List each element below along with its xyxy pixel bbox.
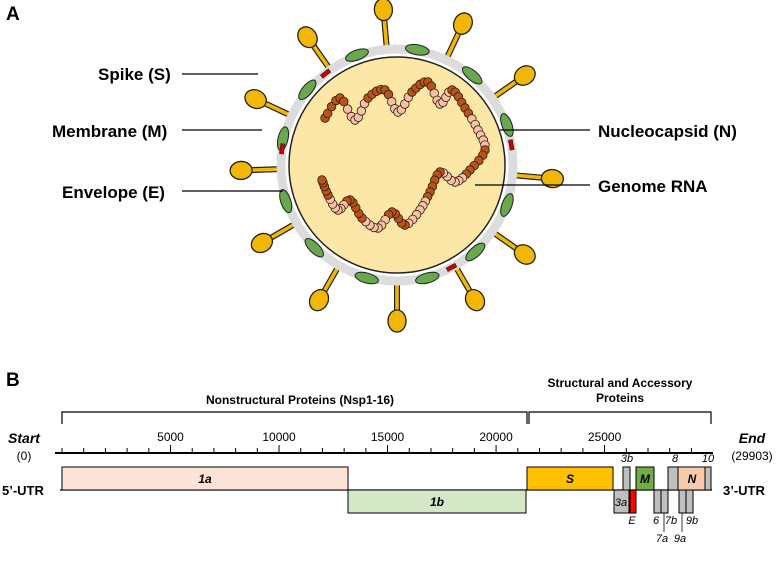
membrane-protein-11 [345, 48, 369, 62]
axis-tick-label: 5000 [157, 430, 184, 444]
membrane-protein-8 [279, 189, 293, 214]
gene-9a-label: 9a [674, 533, 686, 545]
membrane-protein-10 [298, 79, 317, 101]
envelope-label: Envelope (E) [62, 183, 165, 202]
rna-bead [317, 175, 327, 185]
gene-7b [667, 466, 679, 491]
axis-tick-label: 15000 [371, 430, 405, 444]
envelope-protein-2 [279, 143, 286, 155]
gene-M-label: M [640, 472, 651, 486]
gene-3b-label: 3b [621, 453, 633, 465]
gene-1b-label: 1b [430, 495, 444, 509]
end-label: End [739, 430, 766, 446]
spike-label: Spike (S) [98, 65, 171, 84]
panel-b-label: B [6, 370, 20, 391]
membrane-protein-2 [500, 113, 514, 137]
envelope-protein-3 [319, 68, 332, 79]
membrane-protein-7 [304, 238, 324, 258]
nucleocapsid-label: Nucleocapsid (N) [598, 122, 737, 141]
membrane-label: Membrane (M) [52, 122, 167, 141]
envelope-proteins [279, 68, 515, 272]
gene-9b [685, 489, 694, 514]
gene-10 [704, 466, 712, 491]
gene-N-label: N [688, 472, 697, 486]
gene-7a-label: 7a [656, 533, 668, 545]
axis-tick-label: 25000 [588, 430, 622, 444]
nonstructural-bracket [61, 411, 528, 424]
membrane-protein-3 [500, 193, 514, 217]
membrane-protein-0 [404, 43, 430, 56]
rna-bead [342, 104, 353, 114]
rna-bead [339, 96, 349, 107]
membrane-protein-6 [354, 271, 379, 285]
gene-M [635, 466, 655, 491]
genome-rna [317, 77, 490, 233]
panel-a-label: A [6, 4, 20, 25]
utr3-label: 3’-UTR [723, 483, 766, 498]
membrane-protein-4 [465, 242, 486, 262]
membrane-proteins [276, 43, 514, 285]
gene-6-label: 6 [653, 515, 660, 527]
gene-E [629, 489, 637, 514]
start-label: Start [8, 430, 41, 446]
gene-7b-label: 7b [665, 515, 677, 527]
gene-E-label: E [628, 515, 636, 527]
start-value: (0) [17, 449, 32, 463]
gene-3a [613, 489, 630, 514]
gene-9b-label: 9b [686, 515, 698, 527]
envelope-protein-1 [445, 262, 458, 272]
structural-label-line1: Structural and Accessory [548, 376, 693, 390]
gene-1a [61, 466, 349, 491]
axis-tick-label: 20000 [479, 430, 513, 444]
envelope-protein-0 [508, 139, 515, 151]
gene-6 [653, 489, 662, 514]
gene-3b [622, 466, 631, 491]
gene-S-label: S [566, 472, 574, 486]
gene-8-label: 8 [672, 453, 679, 465]
utr5-label: 5’-UTR [2, 483, 45, 498]
genome-label: Genome RNA [598, 177, 708, 196]
gene-10-label: 10 [702, 453, 715, 465]
membrane-protein-1 [461, 66, 483, 85]
gene-9a [678, 489, 687, 514]
envelope-ring [276, 44, 518, 286]
gene-3a-label: 3a [615, 497, 627, 509]
membrane-protein-5 [415, 271, 440, 285]
virion-core [288, 56, 506, 274]
gene-1a-label: 1a [198, 472, 212, 486]
axis-tick-label: 10000 [262, 430, 296, 444]
gene-7a [660, 489, 669, 514]
end-value: (29903) [731, 449, 772, 463]
structural-bracket [528, 411, 712, 424]
gene-S [526, 466, 614, 491]
gene-1b [347, 489, 527, 514]
structural-label-line2: Proteins [596, 391, 644, 405]
axis-ticks: 5000 10000 15000 20000 25000 [61, 430, 692, 453]
nonstructural-label: Nonstructural Proteins (Nsp1-16) [206, 393, 394, 407]
virion [229, 0, 565, 333]
